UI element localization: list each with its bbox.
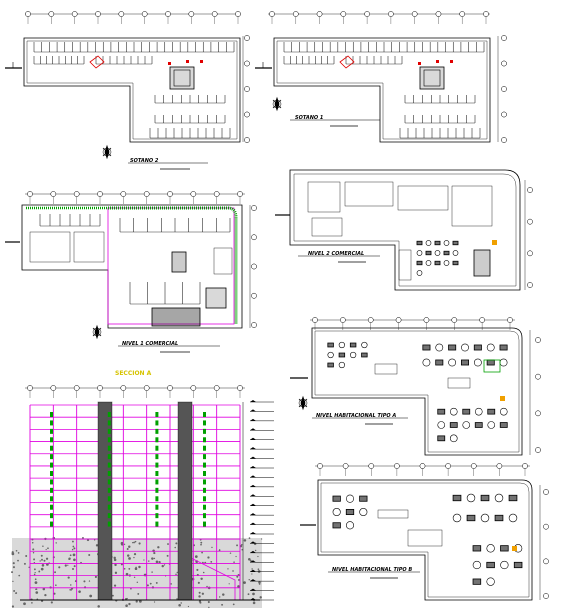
north-arrow-icon bbox=[92, 324, 102, 340]
plan-sotano-2 bbox=[5, 11, 250, 170]
grid-axis-bubbles bbox=[527, 187, 533, 288]
parking-stalls bbox=[283, 42, 485, 53]
parking-stalls bbox=[154, 115, 226, 124]
label-tipo-a: NIVEL HABITACIONAL TIPO A bbox=[316, 413, 396, 419]
parking-stalls bbox=[399, 128, 481, 139]
parking-stalls bbox=[149, 128, 231, 139]
label-nivel-2: NIVEL 2 COMERCIAL bbox=[308, 251, 364, 257]
plan-sotano-1 bbox=[255, 11, 507, 143]
grid-axis-bubbles bbox=[501, 35, 507, 143]
furniture bbox=[332, 494, 368, 530]
parking-stalls bbox=[33, 56, 85, 65]
grid-axis-bubbles bbox=[317, 463, 528, 476]
section-windows bbox=[50, 412, 206, 527]
parking-stalls bbox=[283, 56, 335, 65]
label-seccion-a: SECCION A bbox=[115, 370, 152, 377]
grid-axis-bubbles bbox=[244, 35, 250, 143]
parking-stalls bbox=[345, 56, 403, 65]
furniture bbox=[472, 544, 523, 586]
north-arrow-icon bbox=[272, 96, 282, 112]
furniture bbox=[327, 341, 368, 369]
grid-axis-bubbles bbox=[535, 337, 541, 453]
grid-axis-bubbles bbox=[251, 205, 257, 328]
north-arrow-icon bbox=[102, 144, 112, 160]
section-a bbox=[11, 385, 274, 609]
plan-nivel-2 bbox=[275, 169, 533, 291]
parking-stalls bbox=[129, 282, 201, 305]
plan-tipo-b bbox=[300, 463, 549, 601]
plan-nivel-1 bbox=[5, 191, 257, 353]
parking-stalls bbox=[33, 42, 235, 53]
parking-stalls bbox=[404, 115, 476, 124]
grid-axis-bubbles bbox=[27, 191, 243, 204]
soil-hatch bbox=[11, 536, 263, 609]
grid-axis-bubbles bbox=[25, 11, 241, 24]
furniture bbox=[422, 343, 508, 367]
parking-stalls bbox=[119, 218, 231, 233]
label-sotano-2: SOTANO 2 bbox=[130, 158, 159, 164]
north-arrow-icon bbox=[298, 395, 308, 411]
label-tipo-b: NIVEL HABITACIONAL TIPO B bbox=[332, 567, 412, 573]
furniture bbox=[437, 407, 508, 443]
grid-axis-bubbles bbox=[312, 317, 513, 330]
section-columns bbox=[29, 405, 241, 600]
furniture bbox=[416, 240, 459, 276]
label-nivel-1: NIVEL 1 COMERCIAL bbox=[122, 341, 178, 347]
grid-axis-bubbles bbox=[543, 489, 549, 599]
label-sotano-1: SOTANO 1 bbox=[295, 115, 323, 121]
parking-stalls bbox=[154, 95, 226, 104]
plan-tipo-a bbox=[290, 317, 541, 456]
parking-stalls bbox=[95, 56, 153, 65]
grid-axis-bubbles bbox=[269, 11, 489, 24]
furniture bbox=[452, 493, 518, 523]
parking-stalls bbox=[404, 95, 476, 104]
parking-stalls bbox=[39, 214, 101, 227]
grid-axis-bubbles bbox=[27, 385, 243, 398]
